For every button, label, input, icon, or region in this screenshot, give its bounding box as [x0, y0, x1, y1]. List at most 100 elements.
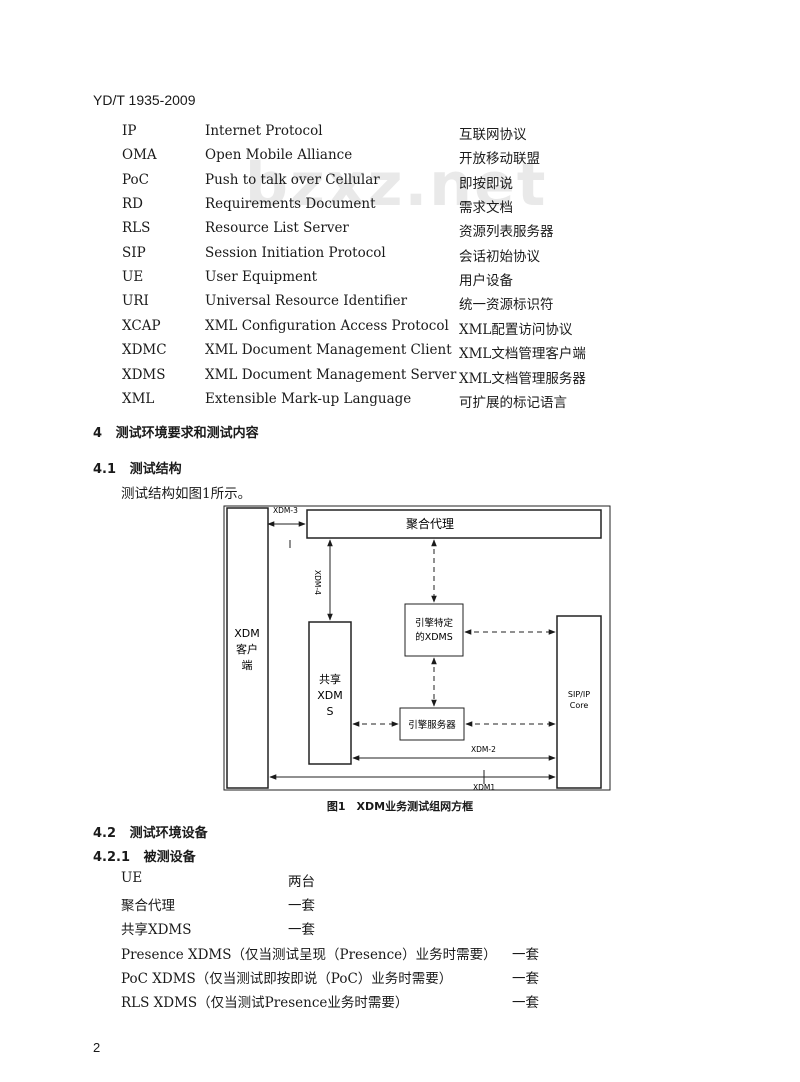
- abbr-english: Extensible Mark-up Language: [205, 391, 412, 407]
- xdm-client-label-1: XDM: [234, 627, 260, 640]
- abbreviation-row: SIP Session Initiation Protocol 会话初始协议: [0, 245, 800, 265]
- abbr-chinese: XML配置访问协议: [459, 322, 573, 338]
- abbreviation-row: XCAP XML Configuration Access Protocol XML…: [0, 318, 800, 338]
- abbr-english: User Equipment: [205, 269, 318, 285]
- figure-frame: [223, 505, 611, 791]
- enabler-server-label: 引擎服务器: [408, 719, 456, 731]
- abbr-term: URI: [122, 293, 149, 309]
- xdm-2-label: XDM-2: [471, 745, 496, 754]
- abbr-term: RLS: [122, 220, 151, 236]
- abbr-chinese: 用户设备: [459, 273, 513, 289]
- xdm-client-label-2: 客户: [236, 642, 258, 656]
- abbr-chinese: 资源列表服务器: [459, 224, 554, 240]
- xdm-client-label-3: 端: [242, 659, 253, 672]
- section-4-2-heading: 4.2 测试环境设备: [93, 822, 208, 841]
- abbreviation-row: RD Requirements Document 需求文档: [0, 196, 800, 216]
- xdm-1-label: XDM1: [473, 783, 495, 792]
- equipment-item: 共享XDMS: [121, 922, 192, 938]
- shared-xdms-box: [308, 621, 352, 765]
- enabler-xdms-label-2: 的XDMS: [415, 631, 453, 643]
- equipment-item: Presence XDMS（仅当测试呈现（Presence）业务时需要）: [121, 947, 497, 963]
- equipment-item: 聚合代理: [121, 898, 175, 914]
- abbr-term: PoC: [122, 172, 149, 188]
- section-title: 测试环境设备: [129, 826, 208, 841]
- aggregation-proxy-label: 聚合代理: [406, 516, 454, 531]
- abbr-english: Internet Protocol: [205, 123, 323, 139]
- abbr-term: OMA: [122, 147, 157, 163]
- abbr-english: Requirements Document: [205, 196, 376, 212]
- section-title: 被测设备: [143, 850, 196, 865]
- section-title: 测试环境要求和测试内容: [115, 426, 259, 441]
- shared-xdms-label-2: XDM: [317, 689, 343, 702]
- sip-core-label-2: Core: [570, 701, 589, 710]
- figure-caption: 图1 XDM业务测试组网方框: [326, 800, 474, 813]
- section-number: 4: [93, 426, 103, 441]
- equipment-qty: 两台: [288, 874, 315, 890]
- section-number: 4.1: [93, 462, 117, 477]
- equipment-qty: 一套: [512, 971, 539, 987]
- xdm-3-label: XDM-3: [273, 506, 298, 515]
- abbreviation-row: OMA Open Mobile Alliance 开放移动联盟: [0, 147, 800, 167]
- shared-xdms-label-1: 共享: [319, 672, 341, 686]
- abbr-term: XCAP: [122, 318, 161, 334]
- equipment-item: PoC XDMS（仅当测试即按即说（PoC）业务时需要）: [121, 971, 453, 987]
- abbr-english: Session Initiation Protocol: [205, 245, 386, 261]
- abbr-chinese: 需求文档: [459, 200, 513, 216]
- section-4-heading: 4 测试环境要求和测试内容: [93, 422, 259, 441]
- abbr-term: UE: [122, 269, 144, 285]
- equipment-qty: 一套: [512, 947, 539, 963]
- sip-ip-core-box: [556, 615, 602, 789]
- abbr-english: XML Document Management Server: [205, 367, 457, 383]
- abbr-term: RD: [122, 196, 143, 212]
- abbr-english: Push to talk over Cellular: [205, 172, 380, 188]
- section-4-1-body: 测试结构如图1所示。: [121, 486, 252, 502]
- equipment-item: UE: [121, 870, 143, 886]
- abbreviation-row: IP Internet Protocol 互联网协议: [0, 123, 800, 143]
- enabler-server-box: [399, 707, 465, 741]
- sip-core-label-1: SIP/IP: [568, 690, 590, 699]
- enabler-specific-xdms-box: [404, 603, 464, 657]
- section-4-1-heading: 4.1 测试结构: [93, 458, 182, 477]
- xdm-client-box: [226, 507, 269, 789]
- section-number: 4.2.1: [93, 850, 131, 865]
- equipment-item: RLS XDMS（仅当测试Presence业务时需要）: [121, 995, 409, 1011]
- equipment-qty: 一套: [288, 922, 315, 938]
- xdm-4-label: XDM-4: [313, 570, 322, 595]
- section-4-2-1-heading: 4.2.1 被测设备: [93, 846, 196, 865]
- abbreviation-row: XDMC XML Document Management Client XML文档管…: [0, 342, 800, 362]
- abbr-english: Resource List Server: [205, 220, 349, 236]
- equipment-qty: 一套: [288, 898, 315, 914]
- page-number: 2: [93, 1040, 101, 1055]
- abbr-term: SIP: [122, 245, 146, 261]
- abbr-term: XML: [122, 391, 155, 407]
- abbreviation-row: UE User Equipment 用户设备: [0, 269, 800, 289]
- abbr-chinese: 即按即说: [459, 176, 513, 192]
- abbr-english: XML Document Management Client: [205, 342, 452, 358]
- abbr-english: Universal Resource Identifier: [205, 293, 408, 309]
- abbr-english: Open Mobile Alliance: [205, 147, 353, 163]
- abbr-english: XML Configuration Access Protocol: [205, 318, 449, 334]
- abbr-term: IP: [122, 123, 137, 139]
- equipment-qty: 一套: [512, 995, 539, 1011]
- abbreviation-row: XML Extensible Mark-up Language 可扩展的标记语言: [0, 391, 800, 411]
- abbr-chinese: 会话初始协议: [459, 249, 540, 265]
- watermark: bzxz.net: [245, 150, 548, 220]
- aggregation-proxy-box: [306, 509, 602, 539]
- abbreviation-row: URI Universal Resource Identifier 统一资源标识符: [0, 293, 800, 313]
- abbr-term: XDMC: [122, 342, 167, 358]
- abbr-chinese: 可扩展的标记语言: [459, 395, 567, 411]
- abbreviation-row: PoC Push to talk over Cellular 即按即说: [0, 172, 800, 192]
- enabler-xdms-label-1: 引擎特定: [415, 617, 454, 629]
- section-number: 4.2: [93, 826, 117, 841]
- abbr-chinese: 互联网协议: [459, 127, 527, 143]
- abbr-chinese: 统一资源标识符: [459, 297, 554, 313]
- abbr-chinese: XML文档管理服务器: [459, 371, 586, 387]
- abbr-chinese: XML文档管理客户端: [459, 346, 586, 362]
- abbreviation-row: RLS Resource List Server 资源列表服务器: [0, 220, 800, 240]
- abbr-chinese: 开放移动联盟: [459, 151, 540, 167]
- section-title: 测试结构: [129, 462, 182, 477]
- abbr-term: XDMS: [122, 367, 166, 383]
- shared-xdms-label-3: S: [327, 705, 334, 718]
- document-code-header: YD/T 1935-2009: [93, 92, 196, 108]
